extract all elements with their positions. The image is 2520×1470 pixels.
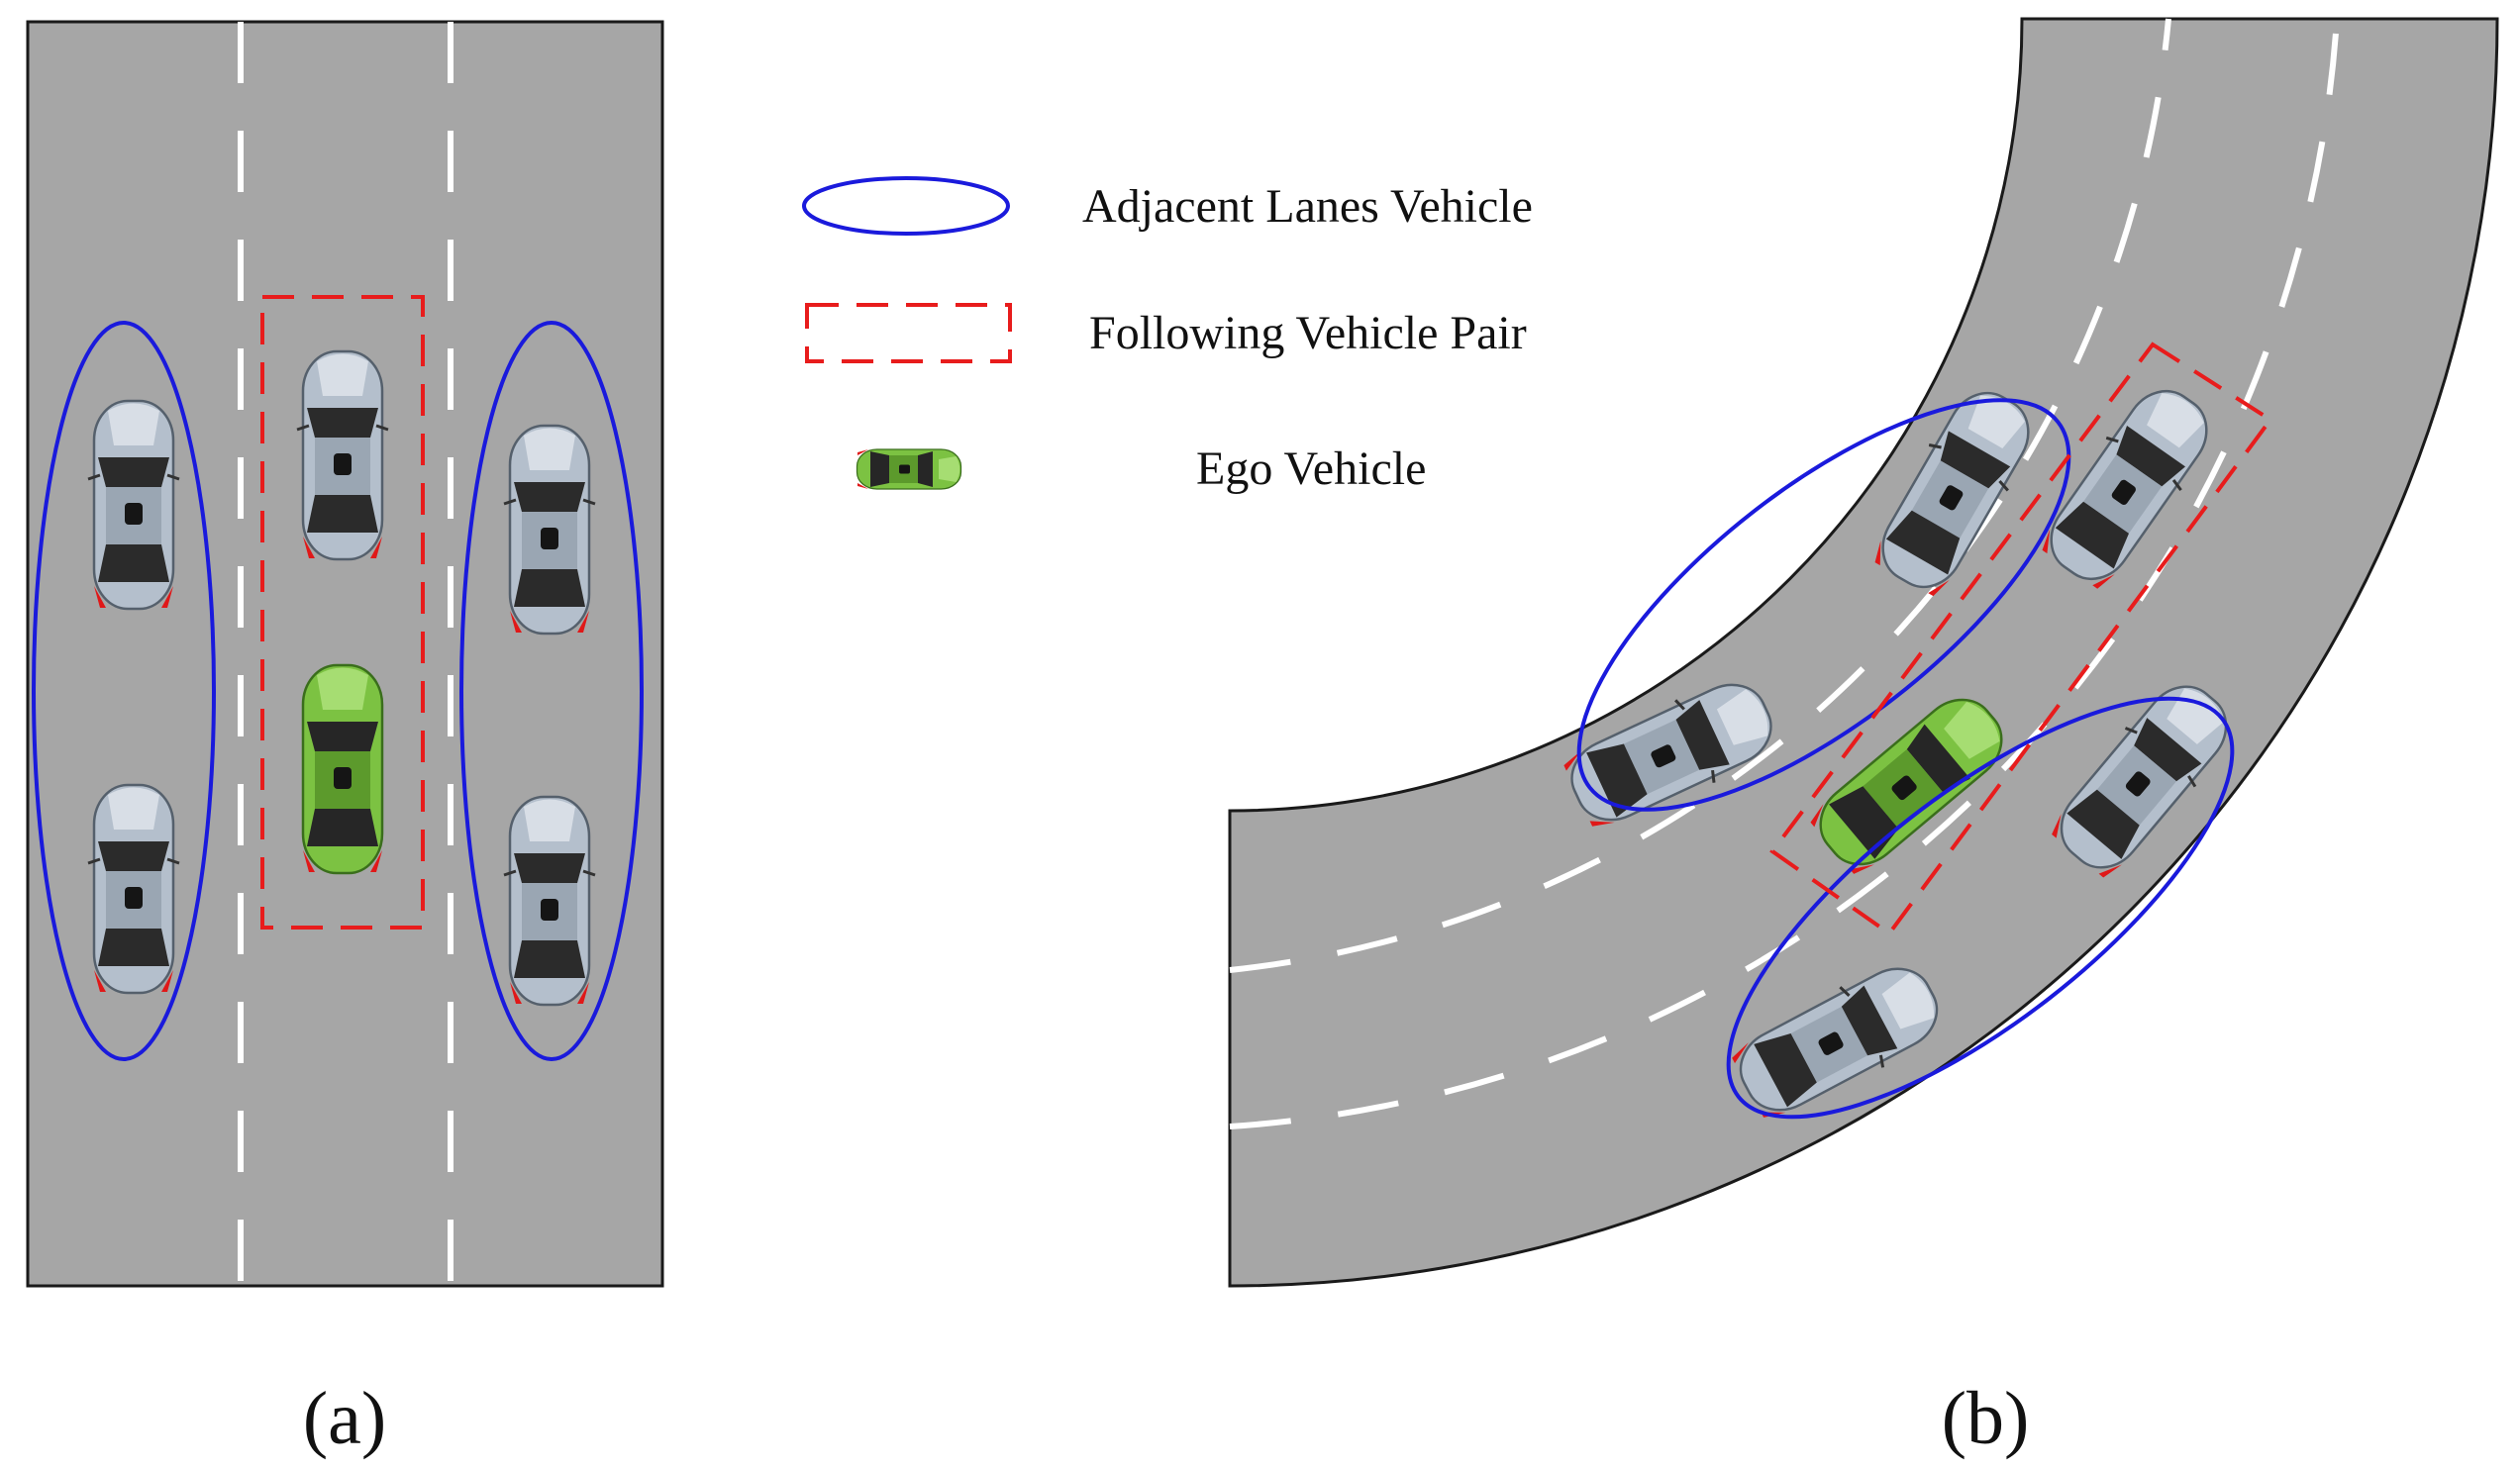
caption-b: (b)	[1941, 1377, 2030, 1460]
caption-a: (a)	[302, 1377, 387, 1460]
adjacent-lane-ellipse-inner	[1576, 398, 2071, 812]
road-surface-a	[26, 20, 664, 1288]
vehicle-center-lane-leader	[295, 349, 390, 561]
curved-lane-marking-outer	[1229, 18, 2340, 1129]
legend-adjacent-ellipse	[802, 176, 1010, 236]
following-pair-box-a	[260, 295, 425, 930]
road-surface-b	[1228, 17, 2499, 1288]
panel-b-curved-road	[1228, 17, 2499, 1288]
vehicle-left-lane-rear	[86, 783, 181, 995]
vehicle-right-lane-front	[502, 424, 597, 636]
adjacent-lane-ellipse-left	[32, 321, 216, 1061]
vehicle-left-lane-front	[86, 399, 181, 611]
legend-adjacent-label: Adjacent Lanes Vehicle	[1082, 180, 1533, 233]
legend-following-box	[805, 303, 1012, 363]
adjacent-lane-ellipse-outer	[1726, 696, 2235, 1120]
legend-following-label: Following Vehicle Pair	[1089, 307, 1527, 359]
panel-a-straight-road	[26, 20, 664, 1288]
ego-vehicle-a	[301, 663, 384, 875]
legend-ego-label: Ego Vehicle	[1196, 442, 1427, 495]
legend-ego-car-icon	[856, 448, 962, 490]
adjacent-lane-ellipse-right	[459, 321, 644, 1061]
curved-lane-marking-inner	[1229, 18, 2171, 973]
legend	[802, 176, 1012, 490]
vehicle-right-lane-rear	[502, 795, 597, 1007]
